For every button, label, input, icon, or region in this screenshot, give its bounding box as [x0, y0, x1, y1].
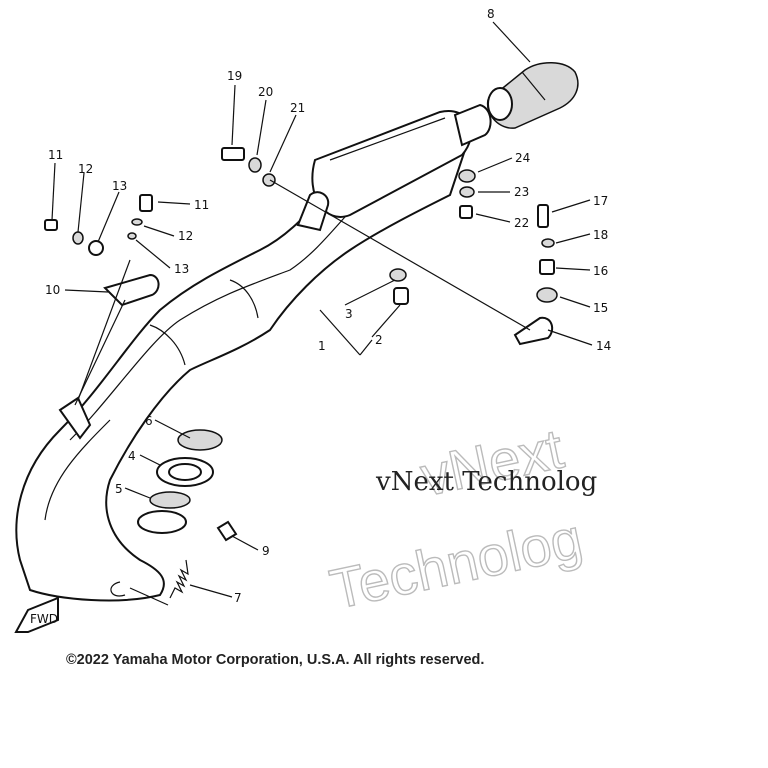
callout-20: 20 — [258, 85, 273, 99]
callout-10: 10 — [45, 283, 60, 297]
bracket-10 — [44, 194, 160, 307]
right-fasteners — [458, 169, 558, 303]
bolt-9 — [216, 520, 238, 542]
fwd-label: FWD — [30, 612, 58, 626]
silencer-bracket — [296, 191, 330, 232]
fwd-arrow-icon: FWD — [14, 596, 59, 633]
watermark: vNext vNext Technolog Technolog — [324, 380, 768, 640]
gasket-stack — [137, 429, 223, 534]
damper-3 — [389, 268, 407, 282]
callout-14: 14 — [596, 339, 611, 353]
callout-12a: 12 — [78, 162, 93, 176]
callout-22: 22 — [514, 216, 529, 230]
top-fasteners — [221, 147, 276, 187]
callout-24: 24 — [515, 151, 530, 165]
callout-5: 5 — [115, 482, 123, 496]
callout-13b: 13 — [174, 262, 189, 276]
leader-lines — [51, 21, 593, 606]
callout-2: 2 — [375, 333, 383, 347]
callout-18: 18 — [593, 228, 608, 242]
callout-21: 21 — [290, 101, 305, 115]
watermark-big-2: Technolog — [325, 506, 588, 621]
bracket-14 — [513, 316, 554, 346]
callout-11b: 11 — [194, 198, 209, 212]
callout-16: 16 — [593, 264, 608, 278]
callout-4: 4 — [128, 449, 136, 463]
callout-17: 17 — [593, 194, 608, 208]
callout-6: 6 — [145, 414, 153, 428]
callout-13a: 13 — [112, 179, 127, 193]
copyright-notice: ©2022 Yamaha Motor Corporation, U.S.A. A… — [66, 652, 484, 668]
callout-11a: 11 — [48, 148, 63, 162]
collar-2 — [393, 287, 409, 305]
pipe-hanger — [58, 396, 92, 440]
callout-labels: 8 19 20 21 24 23 22 17 18 16 15 14 11 12… — [45, 7, 611, 605]
exhaust-pipe — [15, 103, 492, 602]
callout-3: 3 — [345, 307, 353, 321]
callout-19: 19 — [227, 69, 242, 83]
spring-7 — [110, 559, 189, 599]
callout-9: 9 — [262, 544, 270, 558]
callout-8: 8 — [487, 7, 495, 21]
callout-15: 15 — [593, 301, 608, 315]
end-cap-8 — [486, 62, 579, 129]
watermark-line: vNext Technolog — [375, 467, 597, 497]
callout-23: 23 — [514, 185, 529, 199]
callout-1: 1 — [318, 339, 326, 353]
callout-12b: 12 — [178, 229, 193, 243]
callout-7: 7 — [234, 591, 242, 605]
